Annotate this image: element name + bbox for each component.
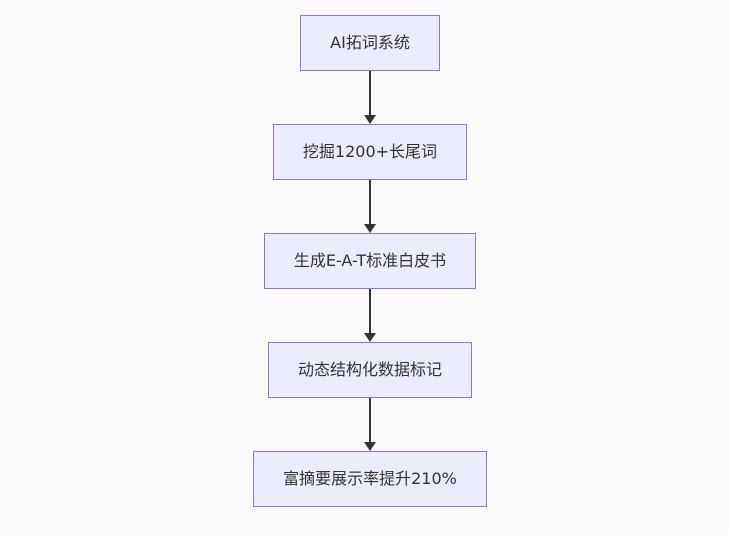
node-label: AI拓词系统 — [330, 33, 410, 52]
arrow-down-1 — [364, 71, 376, 124]
flowchart-node-eat-whitepaper: 生成E-A-T标准白皮书 — [263, 233, 477, 289]
arrow-shaft — [369, 289, 371, 333]
flowchart-node-ai-word-system: AI拓词系统 — [300, 15, 440, 71]
arrow-shaft — [369, 180, 371, 224]
arrow-shaft — [369, 398, 371, 442]
flowchart-node-rich-snippet-result: 富摘要展示率提升210% — [253, 451, 487, 507]
arrow-down-3 — [364, 289, 376, 342]
arrow-down-2 — [364, 180, 376, 233]
node-label: 生成E-A-T标准白皮书 — [293, 251, 447, 270]
arrowhead-down-icon — [364, 442, 376, 451]
flowchart-node-structured-data: 动态结构化数据标记 — [267, 342, 472, 398]
arrowhead-down-icon — [364, 333, 376, 342]
node-label: 动态结构化数据标记 — [297, 360, 442, 379]
arrowhead-down-icon — [364, 224, 376, 233]
flowchart-node-longtail-mining: 挖掘1200+长尾词 — [272, 124, 468, 180]
arrow-shaft — [369, 71, 371, 115]
node-label: 挖掘1200+长尾词 — [302, 142, 438, 161]
arrowhead-down-icon — [364, 115, 376, 124]
arrow-down-4 — [364, 398, 376, 451]
node-label: 富摘要展示率提升210% — [283, 469, 457, 488]
